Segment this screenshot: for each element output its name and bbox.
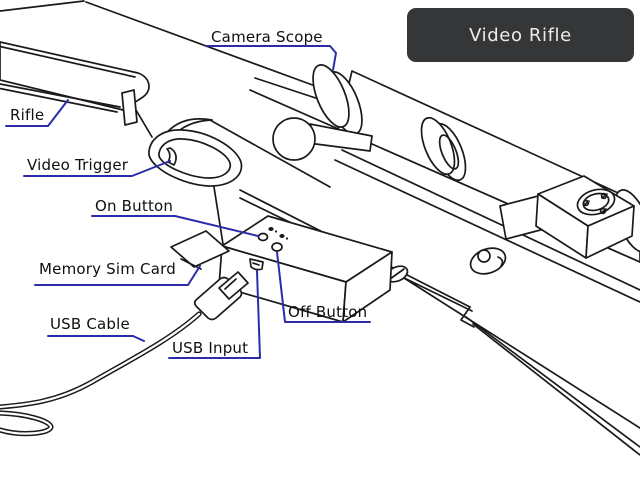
title-badge: Video Rifle [407, 8, 634, 62]
label-rifle: Rifle [10, 106, 45, 124]
device-marking-icons [268, 227, 289, 240]
title-badge-text: Video Rifle [469, 24, 572, 46]
label-off-button: Off Button [288, 303, 368, 321]
leader-usb-cable [47, 335, 145, 342]
usb-connector-drawing [193, 271, 249, 321]
scope-turret-drawing [499, 175, 635, 259]
usb-cable-drawing [0, 311, 202, 437]
leader-video-trigger [23, 160, 171, 177]
off-button-drawing [271, 242, 283, 252]
label-camera-scope: Camera Scope [211, 28, 323, 46]
leader-usb-input [168, 270, 261, 359]
leader-rifle [5, 99, 69, 127]
label-video-trigger: Video Trigger [27, 156, 129, 174]
leader-lines [5, 45, 371, 359]
bolt-handle-drawing [272, 117, 373, 161]
leader-on-button [91, 215, 259, 237]
label-usb-input: USB Input [172, 339, 249, 357]
label-on-button: On Button [95, 197, 174, 215]
memory-card-drawing [170, 230, 230, 270]
rifle-barrel-drawing [0, 0, 319, 138]
sling-stud-drawing [469, 247, 507, 275]
label-memory-sim-card: Memory Sim Card [39, 260, 176, 278]
rifle-stock-drawing [403, 277, 640, 456]
video-device-box-drawing [218, 215, 393, 323]
leader-camera-scope [205, 45, 337, 71]
on-button-drawing [257, 232, 269, 242]
label-usb-cable: USB Cable [50, 315, 130, 333]
leader-off-button [276, 251, 371, 323]
usb-input-port-drawing [249, 258, 264, 271]
leader-memory-sim-card [34, 265, 201, 286]
